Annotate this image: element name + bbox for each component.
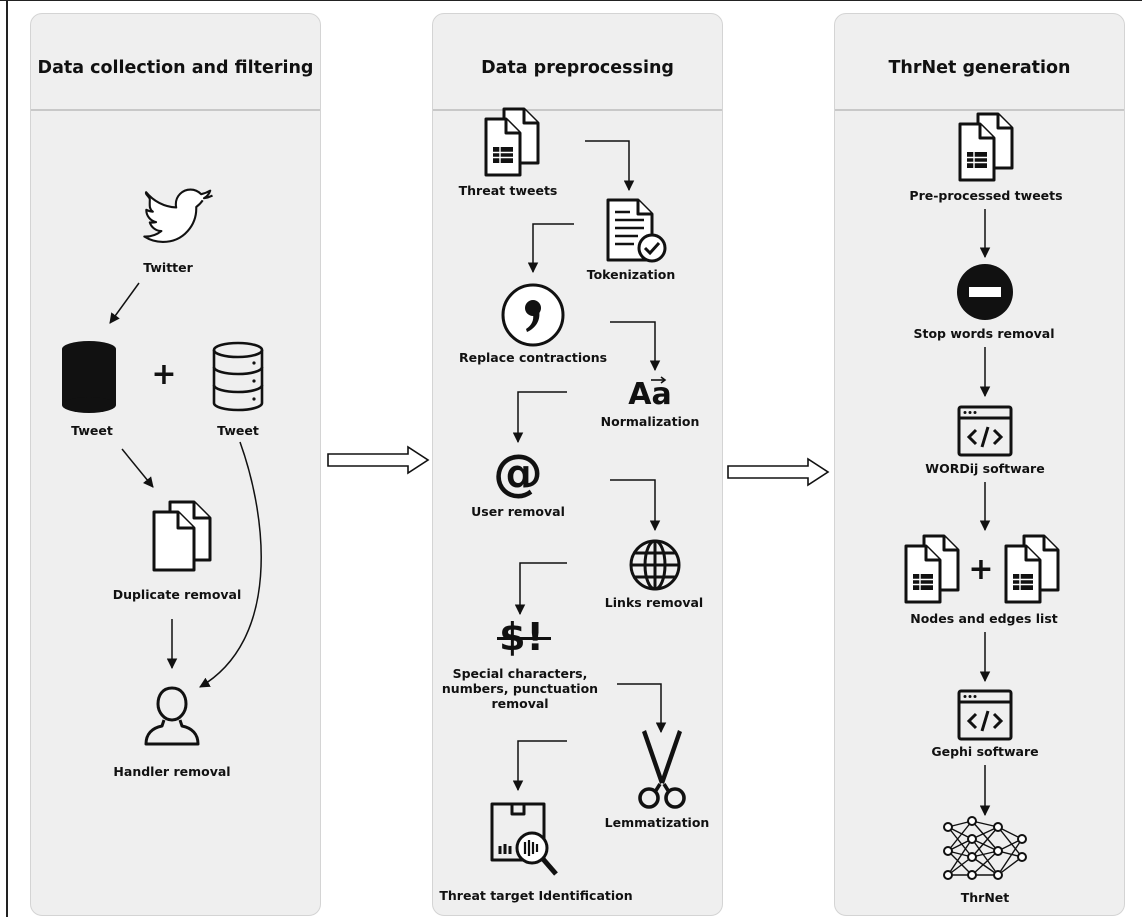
aa-icon: Aa: [628, 377, 672, 412]
flow-arrow-1-to-2: [327, 445, 430, 475]
node-label-stop-words-removal: Stop words removal: [913, 326, 1055, 341]
node-label-twitter: Twitter: [143, 260, 193, 275]
node-label-links-removal: Links removal: [604, 595, 704, 610]
document-table-icon: [1004, 534, 1060, 604]
plus-sign: +: [151, 357, 177, 392]
node-label-thrnet: ThrNet: [960, 890, 1010, 905]
document-table-icon: [958, 112, 1014, 182]
node-label-normalization: Normalization: [600, 414, 700, 429]
panel-title: ThrNet generation: [888, 58, 1071, 78]
node-label-preprocessed-tweets: Pre-processed tweets: [909, 188, 1063, 203]
node-label-threat-tweets: Threat tweets: [458, 183, 558, 198]
aa-arrow-mark: [651, 376, 667, 384]
globe-icon: [629, 539, 681, 591]
user-icon: [144, 686, 200, 746]
minus-circle-icon: [957, 264, 1013, 320]
frame-top-border: [0, 0, 1142, 1]
node-label-tweet-2: Tweet: [217, 423, 259, 438]
panel-data-preprocessing: Data preprocessing: [432, 13, 723, 916]
arrow-twitter-to-tweet: [109, 282, 140, 324]
node-label-handler-removal: Handler removal: [113, 764, 231, 779]
arrow-tokenization-to-contractions: [527, 223, 574, 274]
arrow-special-to-lemmatization: [617, 683, 667, 734]
node-label-duplicate-removal: Duplicate removal: [112, 587, 242, 602]
at-sign-icon: @: [493, 444, 543, 502]
box-search-icon: [490, 802, 558, 876]
document-table-icon: [484, 107, 540, 177]
panel-title: Data collection and filtering: [37, 58, 314, 78]
arrow-threat-to-tokenization: [585, 140, 635, 192]
node-label-nodes-edges-list: Nodes and edges list: [910, 611, 1058, 626]
node-label-gephi: Gephi software: [931, 744, 1039, 759]
plus-sign: +: [968, 552, 994, 587]
arrow-links-to-special: [514, 562, 567, 616]
code-window-icon: [957, 689, 1013, 741]
node-label-user-removal: User removal: [471, 504, 565, 519]
panel-divider: [433, 109, 722, 111]
database-filled-icon: [62, 341, 116, 413]
database-outline-icon: [212, 341, 264, 412]
strike-line: [497, 637, 551, 640]
document-check-icon: [606, 198, 667, 263]
frame-left-border: [6, 0, 8, 917]
comma-circle-icon: [501, 283, 565, 347]
arrow-lemmatization-to-target: [512, 740, 567, 792]
node-label-threat-target: Threat target Identification: [439, 888, 633, 903]
panel-divider: [835, 109, 1124, 111]
panel-data-collection: Data collection and filtering: [30, 13, 321, 916]
arrow-user-to-links: [610, 479, 661, 532]
duplicate-documents-icon: [152, 500, 212, 572]
node-label-replace-contractions: Replace contractions: [458, 350, 608, 365]
code-window-icon: [957, 405, 1013, 457]
document-table-icon: [904, 534, 960, 604]
arrow-normalization-to-user: [512, 391, 567, 444]
neural-network-icon: [943, 816, 1027, 880]
node-label-tweet-1: Tweet: [71, 423, 113, 438]
twitter-bird-icon: [143, 188, 213, 244]
scissors-icon: [638, 730, 686, 809]
arrow-tweet2-to-handler: [199, 441, 262, 688]
node-label-special-characters: Special characters, numbers, punctuation…: [441, 666, 599, 711]
arrow-tweet-to-duplicate: [121, 448, 154, 488]
node-label-lemmatization: Lemmatization: [604, 815, 710, 830]
panel-title: Data preprocessing: [481, 58, 674, 78]
flow-arrow-2-to-3: [727, 457, 830, 487]
panel-divider: [31, 109, 320, 111]
node-label-tokenization: Tokenization: [586, 267, 676, 282]
node-label-wordij: WORDij software: [925, 461, 1045, 476]
arrow-contractions-to-normalization: [610, 321, 661, 372]
